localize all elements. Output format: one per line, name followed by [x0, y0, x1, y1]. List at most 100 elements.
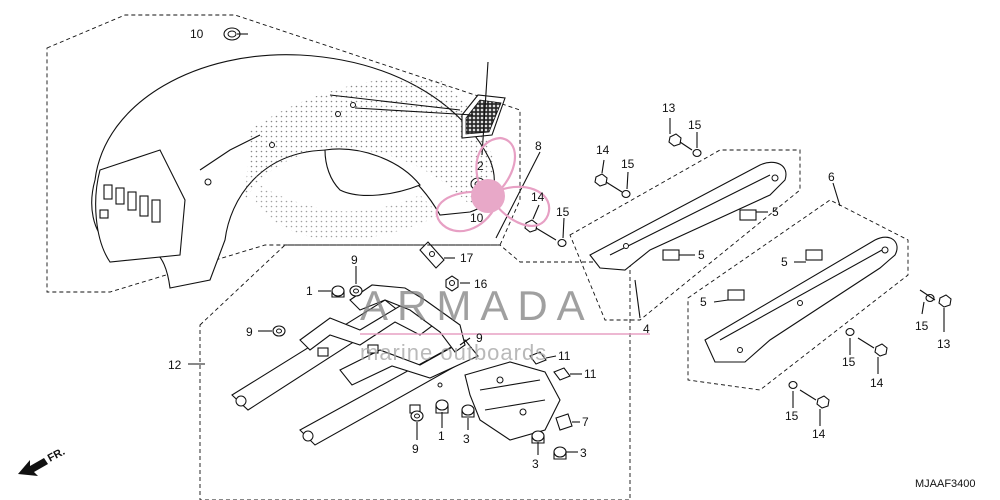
fender-mount-hole [269, 142, 275, 148]
front-direction-marker: FR. [18, 446, 67, 476]
cover-hole [737, 347, 743, 353]
cover-hole [771, 174, 779, 182]
frame-cross-tube [339, 339, 479, 386]
callout-number: 15 [915, 319, 929, 333]
rail-end-hole [235, 395, 247, 407]
pad-5-d [727, 289, 745, 301]
callout-number: 1 [438, 429, 445, 443]
rear-fender-group [46, 14, 541, 293]
callout-number: 5 [698, 248, 705, 262]
cover-hole [797, 300, 803, 306]
plate-hole [437, 382, 443, 388]
cap-3-a [461, 404, 475, 418]
cover-edge [609, 174, 771, 256]
propeller-hub [471, 179, 505, 213]
cover-6-boundary [687, 199, 909, 391]
fender-mount-hole [204, 178, 212, 186]
grommet-9-left [272, 325, 286, 337]
rear-reflector [461, 94, 506, 139]
callout-number: 2 [477, 159, 484, 173]
plate-edge [484, 399, 546, 411]
callout-number: 6 [828, 170, 835, 184]
rear-frame-group [188, 244, 631, 500]
cover-4-boundary [569, 149, 801, 321]
callout-number: 15 [688, 118, 702, 132]
callout-number: 14 [812, 427, 826, 441]
callout-number: 11 [584, 367, 597, 381]
cover-hole [881, 246, 889, 254]
washer-15-b [621, 189, 631, 199]
leader-line [354, 107, 474, 116]
callout-number: 15 [842, 355, 856, 369]
callout-number: 3 [580, 446, 587, 460]
callout-number: 8 [535, 139, 542, 153]
leader-line [832, 182, 841, 207]
callout-number: 16 [474, 277, 488, 291]
fender-mount-hole [335, 111, 341, 117]
callout-number: 12 [168, 358, 182, 372]
fender-edge-line [199, 134, 261, 171]
callout-number: 7 [582, 415, 589, 429]
bolt-13-a [668, 133, 693, 151]
callout-number: 11 [558, 349, 571, 363]
frame-side-plate [464, 361, 561, 441]
front-label: FR. [46, 446, 67, 465]
front-arrow-icon [18, 458, 48, 476]
leader-line [634, 279, 641, 319]
frame-upper-loop [349, 284, 466, 353]
frame-block [317, 347, 329, 357]
watermark-brand: ARMADA [360, 282, 594, 329]
cap-1-lower [435, 399, 449, 414]
callout-number: 5 [700, 295, 707, 309]
leader-line [532, 204, 540, 220]
washer-15-c [557, 238, 567, 248]
grommet-top [223, 27, 241, 41]
callout-number: 14 [596, 143, 610, 157]
callout-number: 14 [531, 190, 545, 204]
clip-11-a [529, 351, 547, 365]
frame-block [367, 344, 379, 354]
plate-hole [496, 376, 504, 384]
callout-number: 9 [412, 442, 419, 456]
leader-line [562, 217, 565, 239]
callout-number: 10 [190, 27, 204, 41]
bolt-13-b [919, 289, 952, 308]
armada-watermark: ARMADA marine outboards [360, 136, 650, 365]
license-bracket-17 [419, 241, 445, 269]
grab-rail-right-group [524, 118, 801, 321]
catalog-code: MJAAF3400 [915, 478, 976, 490]
cover-hole [623, 243, 629, 249]
cap-3-c [553, 446, 567, 460]
callout-number: 4 [643, 322, 650, 336]
callout-number: 9 [246, 325, 253, 339]
callout-number: 1 [306, 284, 313, 298]
pad-5-a [739, 209, 757, 221]
grab-rail-left-group [687, 182, 952, 426]
rail-end-hole [302, 430, 314, 442]
cap-1-upper [331, 285, 345, 298]
callout-number: 13 [937, 337, 951, 351]
fender-group-boundary [46, 14, 521, 293]
bolt-14-c [857, 337, 888, 357]
callout-number: 3 [532, 457, 539, 471]
callout-number: 10 [470, 211, 484, 225]
fender-inner-shading [255, 185, 440, 240]
leader-line [459, 337, 471, 346]
callout-number: 17 [460, 251, 474, 265]
pad-5-c [805, 249, 823, 261]
plate-hole [519, 408, 527, 416]
leader-line [329, 94, 461, 111]
leader-line [545, 355, 557, 359]
washer-15-f [788, 380, 798, 390]
leader-line [921, 301, 925, 315]
leader-line [713, 299, 729, 303]
fender-mount-hole [350, 102, 356, 108]
callout-number: 5 [772, 205, 779, 219]
washer-15-e [845, 327, 855, 337]
leader-line [481, 61, 489, 156]
callout-number: 14 [870, 376, 884, 390]
spacer-7 [555, 413, 573, 431]
bolt-14-d [799, 389, 830, 409]
